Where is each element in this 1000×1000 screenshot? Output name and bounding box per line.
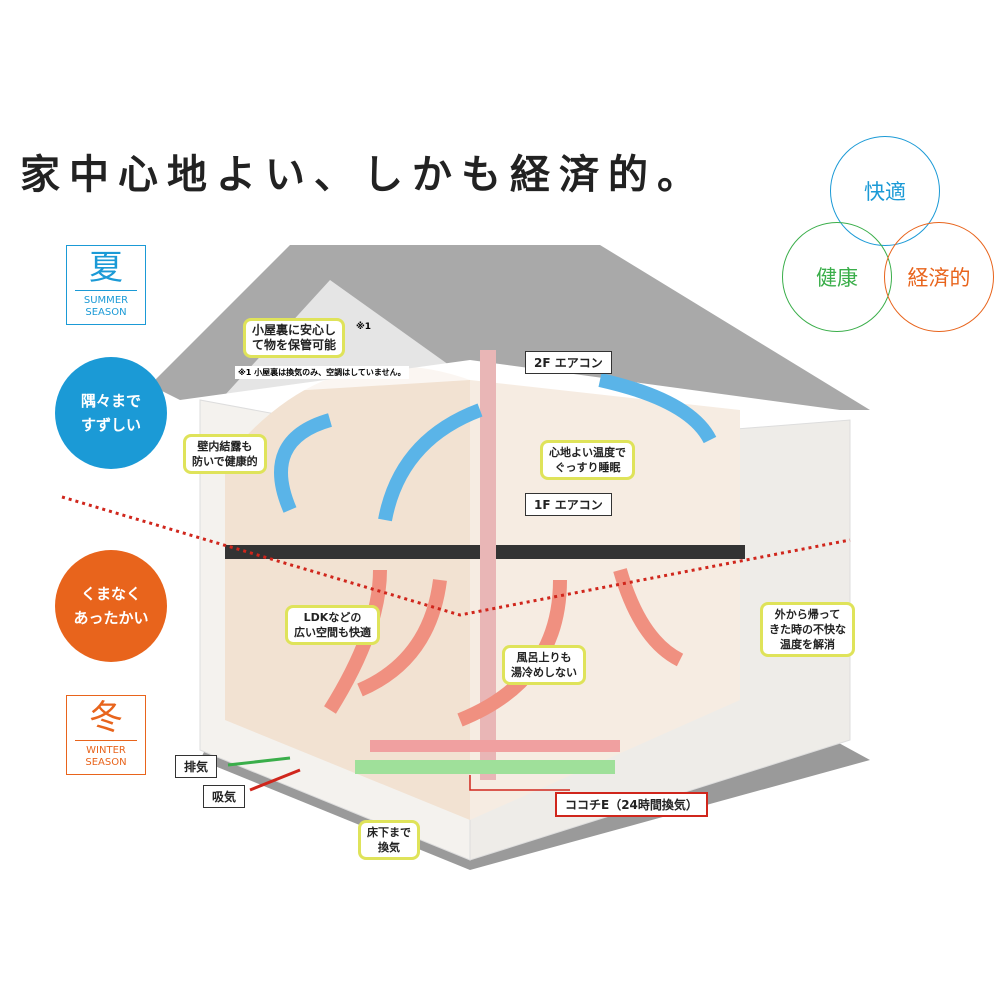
line: 広い空間も快適 <box>294 626 371 639</box>
summer-season-box: 夏 SUMMER SEASON <box>66 245 146 325</box>
line: て物を保管可能 <box>252 338 337 352</box>
winter-kanji: 冬 <box>89 698 123 738</box>
underfloor-label: 床下まで換気 <box>358 820 420 860</box>
line: きた時の不快な <box>769 623 846 636</box>
winter-badge-line1: くまなく <box>80 585 141 603</box>
intake-arrow <box>249 768 301 792</box>
line: LDKなどの <box>303 611 362 624</box>
wall-label: 壁内結露も防いで健康的 <box>183 434 267 474</box>
sleep-label: 心地よい温度でぐっすり睡眠 <box>540 440 635 480</box>
summer-kanji: 夏 <box>89 248 123 288</box>
winter-season-box: 冬 WINTER SEASON <box>66 695 146 775</box>
ldk-label: LDKなどの広い空間も快適 <box>285 605 380 645</box>
exhaust-arrow <box>227 756 291 767</box>
system-leader <box>469 775 570 791</box>
cool-arrow <box>274 413 333 513</box>
floor-duct-pink <box>370 740 620 752</box>
return-home-label: 外から帰ってきた時の不快な温度を解消 <box>760 602 855 657</box>
line: 心地よい温度で <box>549 446 626 459</box>
interior <box>470 380 740 820</box>
cool-arrow <box>378 403 483 522</box>
winter-badge: くまなく あったかい <box>55 550 167 662</box>
bath-label: 風呂上りも湯冷めしない <box>502 645 586 685</box>
line: 換気 <box>378 841 400 854</box>
summer-en1: SUMMER <box>83 295 129 306</box>
headline: 家中心地よい、しかも経済的。 <box>20 152 706 198</box>
summer-badge: 隅々まで すずしい <box>55 357 167 469</box>
line: 外から帰って <box>774 608 841 621</box>
winter-en2: SEASON <box>85 757 127 768</box>
divider <box>75 290 137 291</box>
duct <box>480 350 496 780</box>
winter-en1: WINTER <box>86 745 126 756</box>
attic-label: 小屋裏に安心して物を保管可能 <box>243 318 346 358</box>
divider <box>75 740 137 741</box>
line: ぐっすり睡眠 <box>554 461 621 474</box>
ventilation-system-label: ココチE（24時間換気） <box>555 792 708 817</box>
line: 床下まで <box>367 826 411 839</box>
attic-footnote: ※1 小屋裏は換気のみ、空調はしていません。 <box>235 366 409 379</box>
line: 小屋裏に安心し <box>252 323 337 337</box>
attic-footnote-mark: ※1 <box>356 322 372 332</box>
cool-arrow <box>598 373 717 444</box>
warm-arrow <box>357 579 447 697</box>
intake-label: 吸気 <box>203 785 246 808</box>
line: 温度を解消 <box>780 638 835 651</box>
floor-duct-green <box>355 760 615 774</box>
season-divider <box>61 495 851 617</box>
summer-en2: SEASON <box>85 307 127 318</box>
line: 防いで健康的 <box>192 455 258 468</box>
line: 風呂上りも <box>516 651 572 664</box>
venn-economy: 経済的 <box>884 222 994 332</box>
line: 湯冷めしない <box>511 666 577 679</box>
venn-comfort: 快適 <box>830 136 940 246</box>
venn-health-label: 健康 <box>816 266 858 290</box>
ac-2f-label: 2F エアコン <box>525 351 612 374</box>
winter-badge-line2: あったかい <box>73 609 149 627</box>
venn-comfort-label: 快適 <box>864 180 906 204</box>
summer-badge-line1: 隅々まで <box>80 392 141 410</box>
exhaust-label: 排気 <box>175 755 218 778</box>
line: 壁内結露も <box>197 440 253 453</box>
ac-1f-label: 1F エアコン <box>525 493 612 516</box>
summer-badge-line2: すずしい <box>80 416 141 434</box>
venn-economy-label: 経済的 <box>907 266 971 290</box>
